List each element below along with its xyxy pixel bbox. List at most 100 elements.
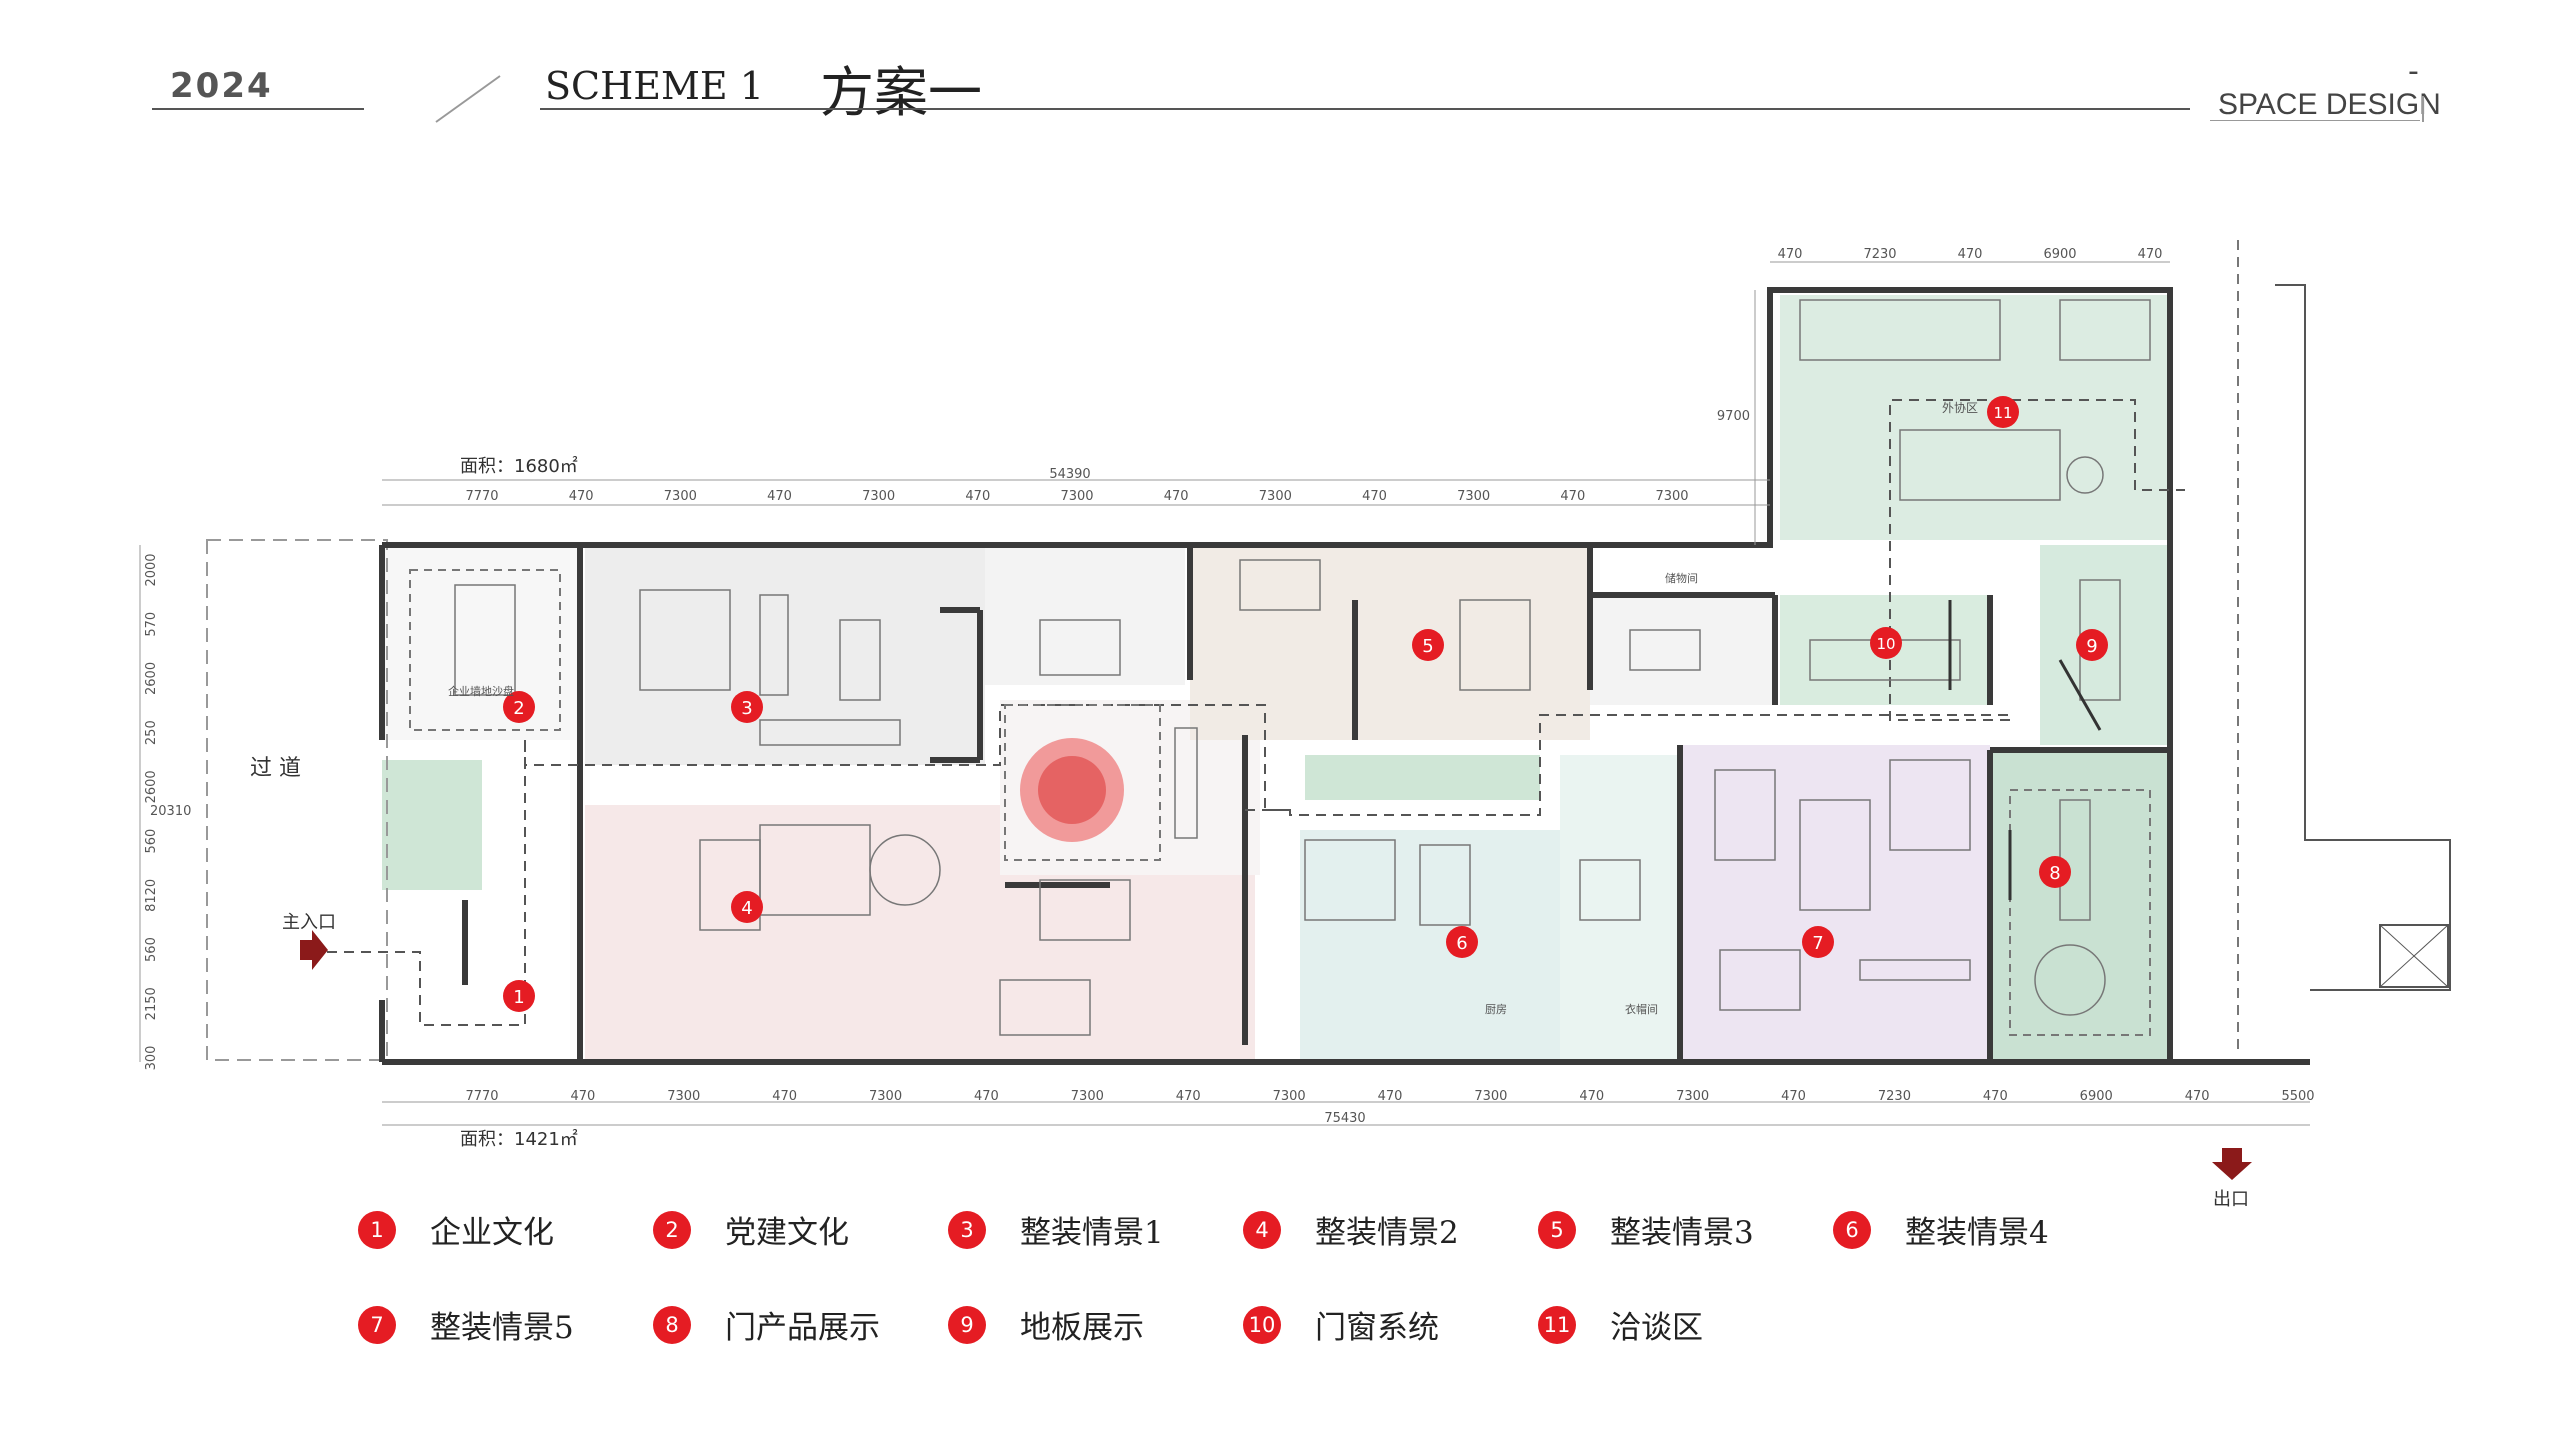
slash-divider <box>435 75 501 123</box>
dim-left-0: 2000 <box>144 553 159 586</box>
zone-green-entrance <box>382 760 482 890</box>
dim-bottom-18: 5500 <box>2281 1089 2314 1104</box>
dim-bottom-5: 470 <box>974 1089 999 1104</box>
marker-1: 1 <box>503 980 535 1012</box>
space-design-label: SPACE DESIGN <box>2218 88 2441 121</box>
dim-left-8: 2150 <box>144 987 159 1020</box>
svg-text:2: 2 <box>513 698 524 719</box>
legend-number-badge: 2 <box>653 1210 691 1249</box>
center-feature-core <box>1038 756 1106 824</box>
dim-annex-4: 470 <box>2138 247 2163 262</box>
scheme-title-cn: 方案一 <box>820 61 982 124</box>
year-label: 2024 <box>170 66 273 106</box>
legend-label: 门产品展示 <box>725 1310 880 1346</box>
dim-annex-0: 470 <box>1778 247 1803 262</box>
legend-label: 整装情景3 <box>1610 1215 1754 1251</box>
dim-bottom-17: 470 <box>2185 1089 2210 1104</box>
dim-annex-side: 9700 <box>1717 409 1750 424</box>
legend-label: 企业文化 <box>430 1215 554 1251</box>
dim-bottom-9: 470 <box>1378 1089 1403 1104</box>
legend-number-badge: 10 <box>1243 1305 1281 1344</box>
dim-top-8: 7300 <box>1259 489 1292 504</box>
svg-text:3: 3 <box>741 698 752 719</box>
culture-2-dashed <box>409 569 561 731</box>
zone-negotiation <box>1780 295 2170 540</box>
annex-outline <box>2275 284 2451 991</box>
dim-top-11: 470 <box>1560 489 1585 504</box>
scheme-title: SCHEME 1 <box>545 64 764 108</box>
exit-label: 出口 <box>2213 1189 2249 1210</box>
legend-item-3: 3 整装情景1 <box>948 1207 1164 1252</box>
marker-8: 8 <box>2039 856 2071 888</box>
header-dash: - <box>2408 54 2419 89</box>
dim-annex-2: 470 <box>1958 247 1983 262</box>
zone-scene-1 <box>585 545 985 765</box>
dim-left-9: 300 <box>144 1046 159 1071</box>
year-underline <box>152 108 364 110</box>
plan-markers: 1 2 3 4 5 6 7 8 9 10 11 <box>503 396 2108 1012</box>
main-entrance-label: 主入口 <box>282 912 336 933</box>
dim-bottom-1: 470 <box>570 1089 595 1104</box>
dim-top-10: 7300 <box>1457 489 1490 504</box>
zone-scene-1b <box>985 545 1185 685</box>
dim-top-1: 470 <box>569 489 594 504</box>
dim-left-6: 8120 <box>144 879 159 912</box>
svg-text:5: 5 <box>1422 636 1433 657</box>
dim-bottom-3: 470 <box>772 1089 797 1104</box>
dim-bottom-7: 470 <box>1176 1089 1201 1104</box>
area-bottom-label: 面积：1421㎡ <box>460 1128 578 1150</box>
marker-9: 9 <box>2076 629 2108 661</box>
legend-item-6: 6 整装情景4 <box>1833 1207 2049 1252</box>
corridor-label: 过 道 <box>250 756 301 781</box>
dim-bottom-12: 7300 <box>1676 1089 1709 1104</box>
marker-4: 4 <box>731 891 763 923</box>
legend-label: 整装情景1 <box>1020 1215 1164 1251</box>
dim-left-7: 560 <box>144 937 159 962</box>
dim-bottom-10: 7300 <box>1474 1089 1507 1104</box>
zone-culture-2 <box>385 545 580 740</box>
dim-bottom-6: 7300 <box>1071 1089 1104 1104</box>
room-wall-sand: 企业墙地沙盘 <box>448 684 514 698</box>
dim-top-7: 470 <box>1164 489 1189 504</box>
dim-bottom-8: 7300 <box>1273 1089 1306 1104</box>
legend-number-badge: 3 <box>948 1210 986 1249</box>
svg-text:8: 8 <box>2049 863 2060 884</box>
legend-number-badge: 7 <box>358 1305 396 1344</box>
marker-3: 3 <box>731 691 763 723</box>
zone-scene-6b <box>1560 755 1680 1060</box>
svg-text:10: 10 <box>1876 635 1895 653</box>
dim-top-3: 470 <box>767 489 792 504</box>
legend-number-badge: 11 <box>1538 1305 1576 1344</box>
dim-bottom-13: 470 <box>1781 1089 1806 1104</box>
room-negotiation: 外协区 <box>1942 400 1978 415</box>
room-cloakroom: 衣帽间 <box>1625 1002 1658 1016</box>
dim-bottom-16: 6900 <box>2080 1089 2113 1104</box>
dim-left-3: 250 <box>144 720 159 745</box>
zone-door-8 <box>1990 750 2170 1060</box>
dim-left-4: 2600 <box>144 770 159 803</box>
zone-storage <box>1590 595 1775 705</box>
dim-bottom-11: 470 <box>1579 1089 1604 1104</box>
dim-left-1: 570 <box>144 612 159 637</box>
dim-bottom-15: 470 <box>1983 1089 2008 1104</box>
legend-label: 洽谈区 <box>1610 1310 1703 1346</box>
corridor-outline <box>206 539 388 1061</box>
dim-bottom-14: 7230 <box>1878 1089 1911 1104</box>
legend-number-badge: 6 <box>1833 1210 1871 1249</box>
entrance-arrow-icon <box>300 930 328 970</box>
dim-top-9: 470 <box>1362 489 1387 504</box>
legend-label: 整装情景4 <box>1905 1215 2049 1251</box>
dim-left-2: 2600 <box>144 662 159 695</box>
hatch-panels <box>1948 600 2102 900</box>
door-8-dashed <box>2009 789 2151 1036</box>
